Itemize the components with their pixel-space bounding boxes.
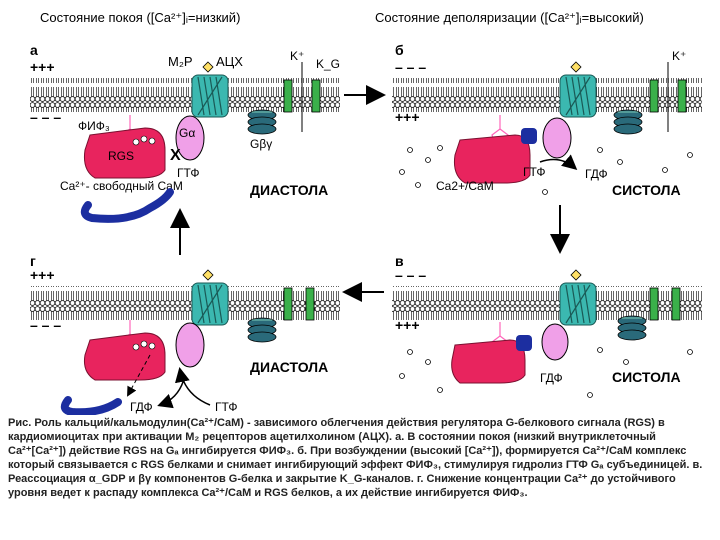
m2-receptor-b bbox=[559, 74, 597, 118]
title-left: Состояние покоя ([Ca²⁺]ᵢ=низкий) bbox=[40, 10, 240, 25]
state-d: ДИАСТОЛА bbox=[250, 359, 328, 375]
panel-a-letter: а bbox=[30, 42, 38, 58]
k-channel-b-left bbox=[649, 79, 659, 113]
k-channel-c-right bbox=[671, 287, 681, 321]
ligand-b bbox=[570, 61, 582, 73]
panel-a: а +++ – – – M₂P АЦХ K⁺ K_G ФИФ₃ RGS Gα X… bbox=[30, 42, 340, 223]
k-label-b: K⁺ bbox=[672, 49, 686, 63]
m2-receptor-c bbox=[559, 282, 597, 326]
block-a: X bbox=[170, 147, 181, 164]
k-channel-c-left bbox=[649, 287, 659, 321]
release-arrow-d bbox=[127, 354, 151, 397]
panel-b-letter: б bbox=[395, 42, 404, 58]
rgs-label-a: RGS bbox=[108, 149, 134, 163]
title-right: Состояние деполяризации ([Ca²⁺]ᵢ=высокий… bbox=[375, 10, 644, 25]
panel-c-top-charge: – – – bbox=[395, 267, 426, 283]
panel-b: б – – – +++ K⁺ ГТФ ГДФ Ca2+/CaM СИСТОЛА bbox=[392, 42, 702, 198]
panel-a-bottom-charge: – – – bbox=[30, 109, 61, 125]
state-a: ДИАСТОЛА bbox=[250, 182, 328, 198]
gdp-out-arrow-d bbox=[157, 374, 186, 409]
membrane-a bbox=[30, 78, 340, 112]
k-channel-a-right bbox=[311, 79, 321, 113]
gdp-gtp-arrow-d bbox=[175, 367, 211, 406]
panel-a-top-charge: +++ bbox=[30, 59, 55, 75]
rgs-c bbox=[451, 339, 526, 384]
panel-b-bottom-charge: +++ bbox=[395, 109, 420, 125]
panel-d-bottom-charge: – – – bbox=[30, 317, 61, 333]
ligand-d bbox=[202, 269, 214, 281]
cacam-label-b: Ca2+/CaM bbox=[436, 179, 494, 193]
gbg-label-a: Gβγ bbox=[250, 137, 272, 151]
ligand-a bbox=[202, 61, 214, 73]
galpha-a bbox=[175, 115, 205, 161]
ligand-label-a: АЦХ bbox=[216, 54, 243, 69]
m2-receptor-a bbox=[191, 74, 229, 118]
membrane-d bbox=[30, 286, 340, 320]
m2-receptor-d bbox=[191, 282, 229, 326]
cam-a bbox=[80, 188, 174, 223]
gtp-label-d: ГТФ bbox=[215, 400, 238, 414]
panel-d-letter: г bbox=[30, 253, 36, 269]
panel-c-letter: в bbox=[395, 253, 404, 269]
calcium-calmodulin-diagram: Состояние покоя ([Ca²⁺]ᵢ=низкий) Состоян… bbox=[30, 10, 702, 415]
cam-label-a-line: Ca²⁺- свободный CaM bbox=[60, 179, 183, 193]
state-c: СИСТОЛА bbox=[612, 369, 681, 385]
galpha-d bbox=[175, 322, 205, 368]
cam-c bbox=[516, 335, 532, 351]
gdp-label-c: ГДФ bbox=[540, 371, 563, 385]
gdp-label-b: ГДФ bbox=[585, 167, 608, 181]
k-channel-b-right bbox=[677, 79, 687, 113]
panel-d-top-charge: +++ bbox=[30, 267, 55, 283]
k-channel-d-right bbox=[305, 287, 315, 321]
kg-label-a: K_G bbox=[316, 57, 340, 71]
gbg-b bbox=[613, 109, 643, 135]
cam-label-a: Ca²⁺- свободный CaM bbox=[60, 179, 183, 193]
galpha-c bbox=[541, 323, 569, 361]
figure-caption: Рис. Роль кальций/кальмодулин(Ca²⁺/CaM) … bbox=[8, 417, 703, 499]
gbg-c bbox=[617, 315, 647, 341]
cam-d bbox=[60, 396, 122, 415]
gbg-a bbox=[247, 109, 277, 135]
k-label-a: K⁺ bbox=[290, 49, 304, 63]
gtp-arrow-b bbox=[539, 154, 578, 170]
k-channel-a-left bbox=[283, 79, 293, 113]
gdp-label-d: ГДФ bbox=[130, 400, 153, 414]
panel-d: г +++ – – – ГДФ ГТФ ДИАСТОЛА bbox=[30, 253, 340, 415]
receptor-label-a: M₂P bbox=[168, 54, 193, 69]
gbg-d bbox=[247, 317, 277, 343]
panel-c: в – – – +++ ГДФ СИСТОЛА bbox=[392, 253, 702, 398]
ligand-c bbox=[570, 269, 582, 281]
rgs-b bbox=[454, 134, 531, 184]
cam-b bbox=[521, 128, 537, 144]
panel-b-top-charge: – – – bbox=[395, 59, 426, 75]
gtp-label-b: ГТФ bbox=[523, 165, 546, 179]
gtp-label-a: ГТФ bbox=[177, 166, 200, 180]
k-channel-d-left bbox=[283, 287, 293, 321]
galpha-label-a: Gα bbox=[179, 126, 195, 140]
pip3-label-a: ФИФ₃ bbox=[78, 119, 110, 133]
rgs-d bbox=[84, 332, 166, 381]
state-b: СИСТОЛА bbox=[612, 182, 681, 198]
galpha-b bbox=[542, 117, 572, 159]
panel-c-bottom-charge: +++ bbox=[395, 317, 420, 333]
